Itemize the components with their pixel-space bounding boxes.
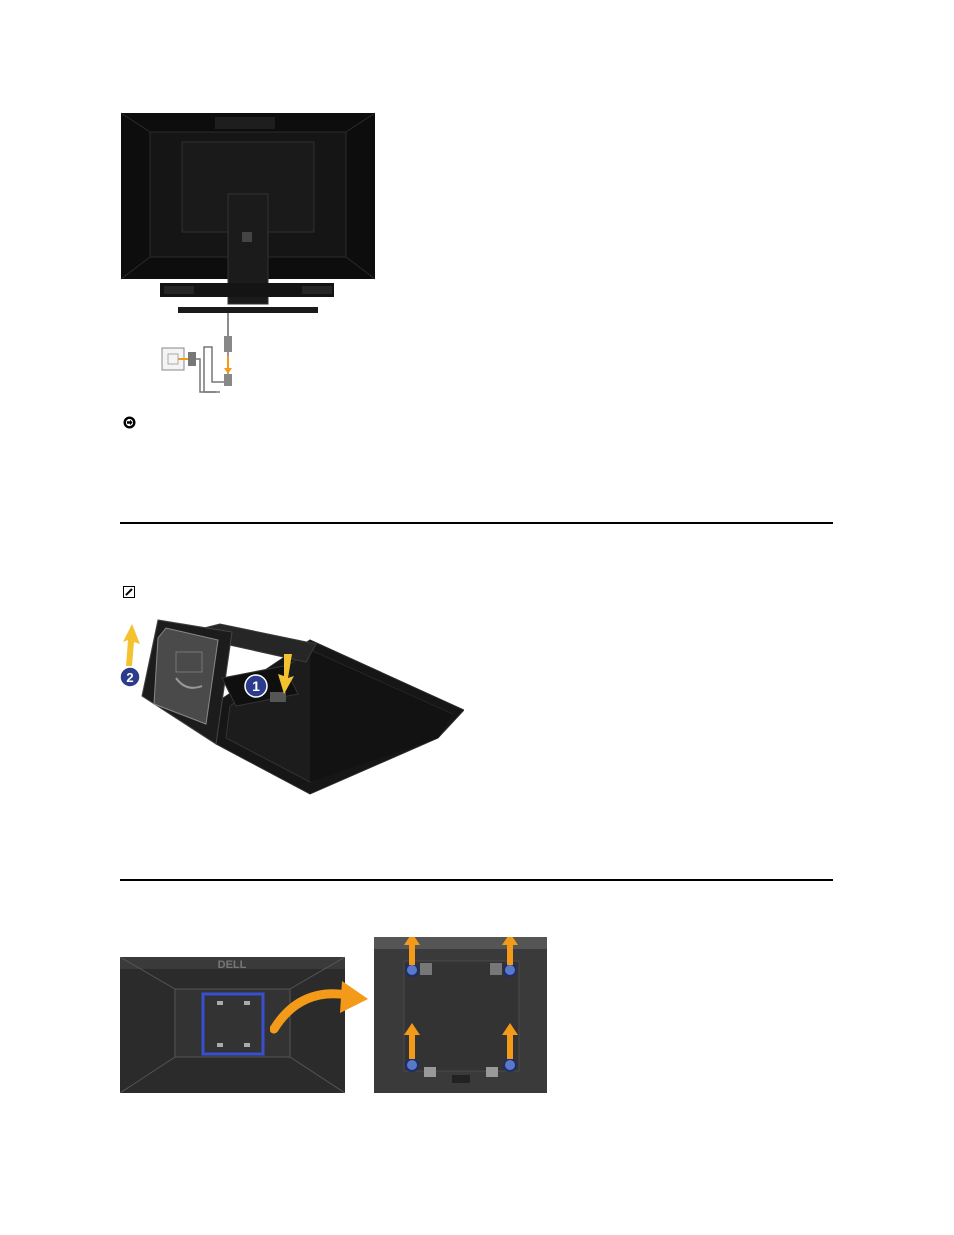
vesa-cover-illustration [374, 937, 547, 1093]
note-pencil-icon [123, 585, 135, 603]
stand-removal-illustration: 1 2 [120, 614, 464, 796]
monitor-rear-illustration [120, 112, 376, 394]
section-divider [120, 879, 833, 881]
monitor-back-vesa-illustration: DELL [120, 957, 345, 1093]
stand-removal-figure: 1 2 [120, 614, 464, 796]
step-1-label: 1 [252, 678, 260, 694]
vesa-area-figure: DELL [120, 957, 345, 1093]
curved-arrow-icon [269, 977, 370, 1042]
vesa-cover-closeup-figure [374, 937, 547, 1093]
step-2-label: 2 [126, 670, 133, 685]
dell-logo: DELL [218, 959, 247, 971]
section-divider [120, 522, 833, 524]
monitor-rear-cables-figure [120, 112, 376, 394]
notice-arrow-icon [123, 416, 136, 434]
